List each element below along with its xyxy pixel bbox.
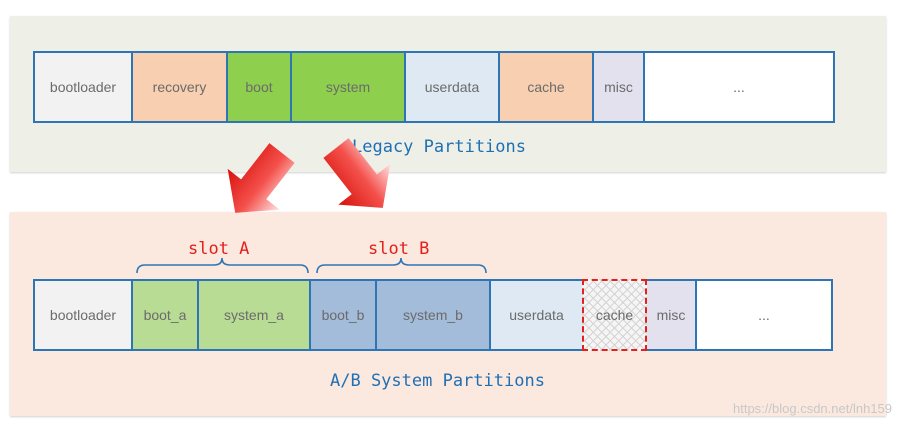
slot-a-label: slot A	[188, 239, 250, 259]
ab-userdata-partition: userdata	[489, 279, 584, 351]
legacy-partition-bar: bootloader recovery boot system userdata…	[33, 51, 835, 123]
legacy-system-partition: system	[290, 51, 406, 123]
slot-b-brace	[316, 257, 487, 274]
legacy-cache-partition: cache	[498, 51, 594, 123]
slot-a-brace	[136, 257, 309, 274]
legacy-misc-partition: misc	[592, 51, 645, 123]
ab-system-b-partition: system_b	[375, 279, 491, 351]
legacy-recovery-partition: recovery	[131, 51, 228, 123]
legacy-more-partitions: ...	[643, 51, 835, 123]
ab-bootloader-partition: bootloader	[33, 279, 133, 351]
right-arrow	[323, 138, 391, 208]
ab-partitions-caption: A/B System Partitions	[330, 371, 545, 391]
watermark: https://blog.csdn.net/lnh159	[732, 401, 892, 416]
ab-cache-partition-removed: cache	[582, 279, 647, 351]
left-arrow	[227, 143, 295, 213]
legacy-partitions-caption: Legacy Partitions	[352, 137, 526, 157]
ab-misc-partition: misc	[645, 279, 697, 351]
ab-system-a-partition: system_a	[197, 279, 311, 351]
ab-boot-b-partition: boot_b	[309, 279, 377, 351]
ab-more-partitions: ...	[695, 279, 833, 351]
slot-b-label: slot B	[368, 239, 430, 259]
legacy-bootloader-partition: bootloader	[33, 51, 133, 123]
ab-partition-bar: bootloader boot_a system_a boot_b system…	[33, 279, 835, 351]
ab-boot-a-partition: boot_a	[131, 279, 199, 351]
